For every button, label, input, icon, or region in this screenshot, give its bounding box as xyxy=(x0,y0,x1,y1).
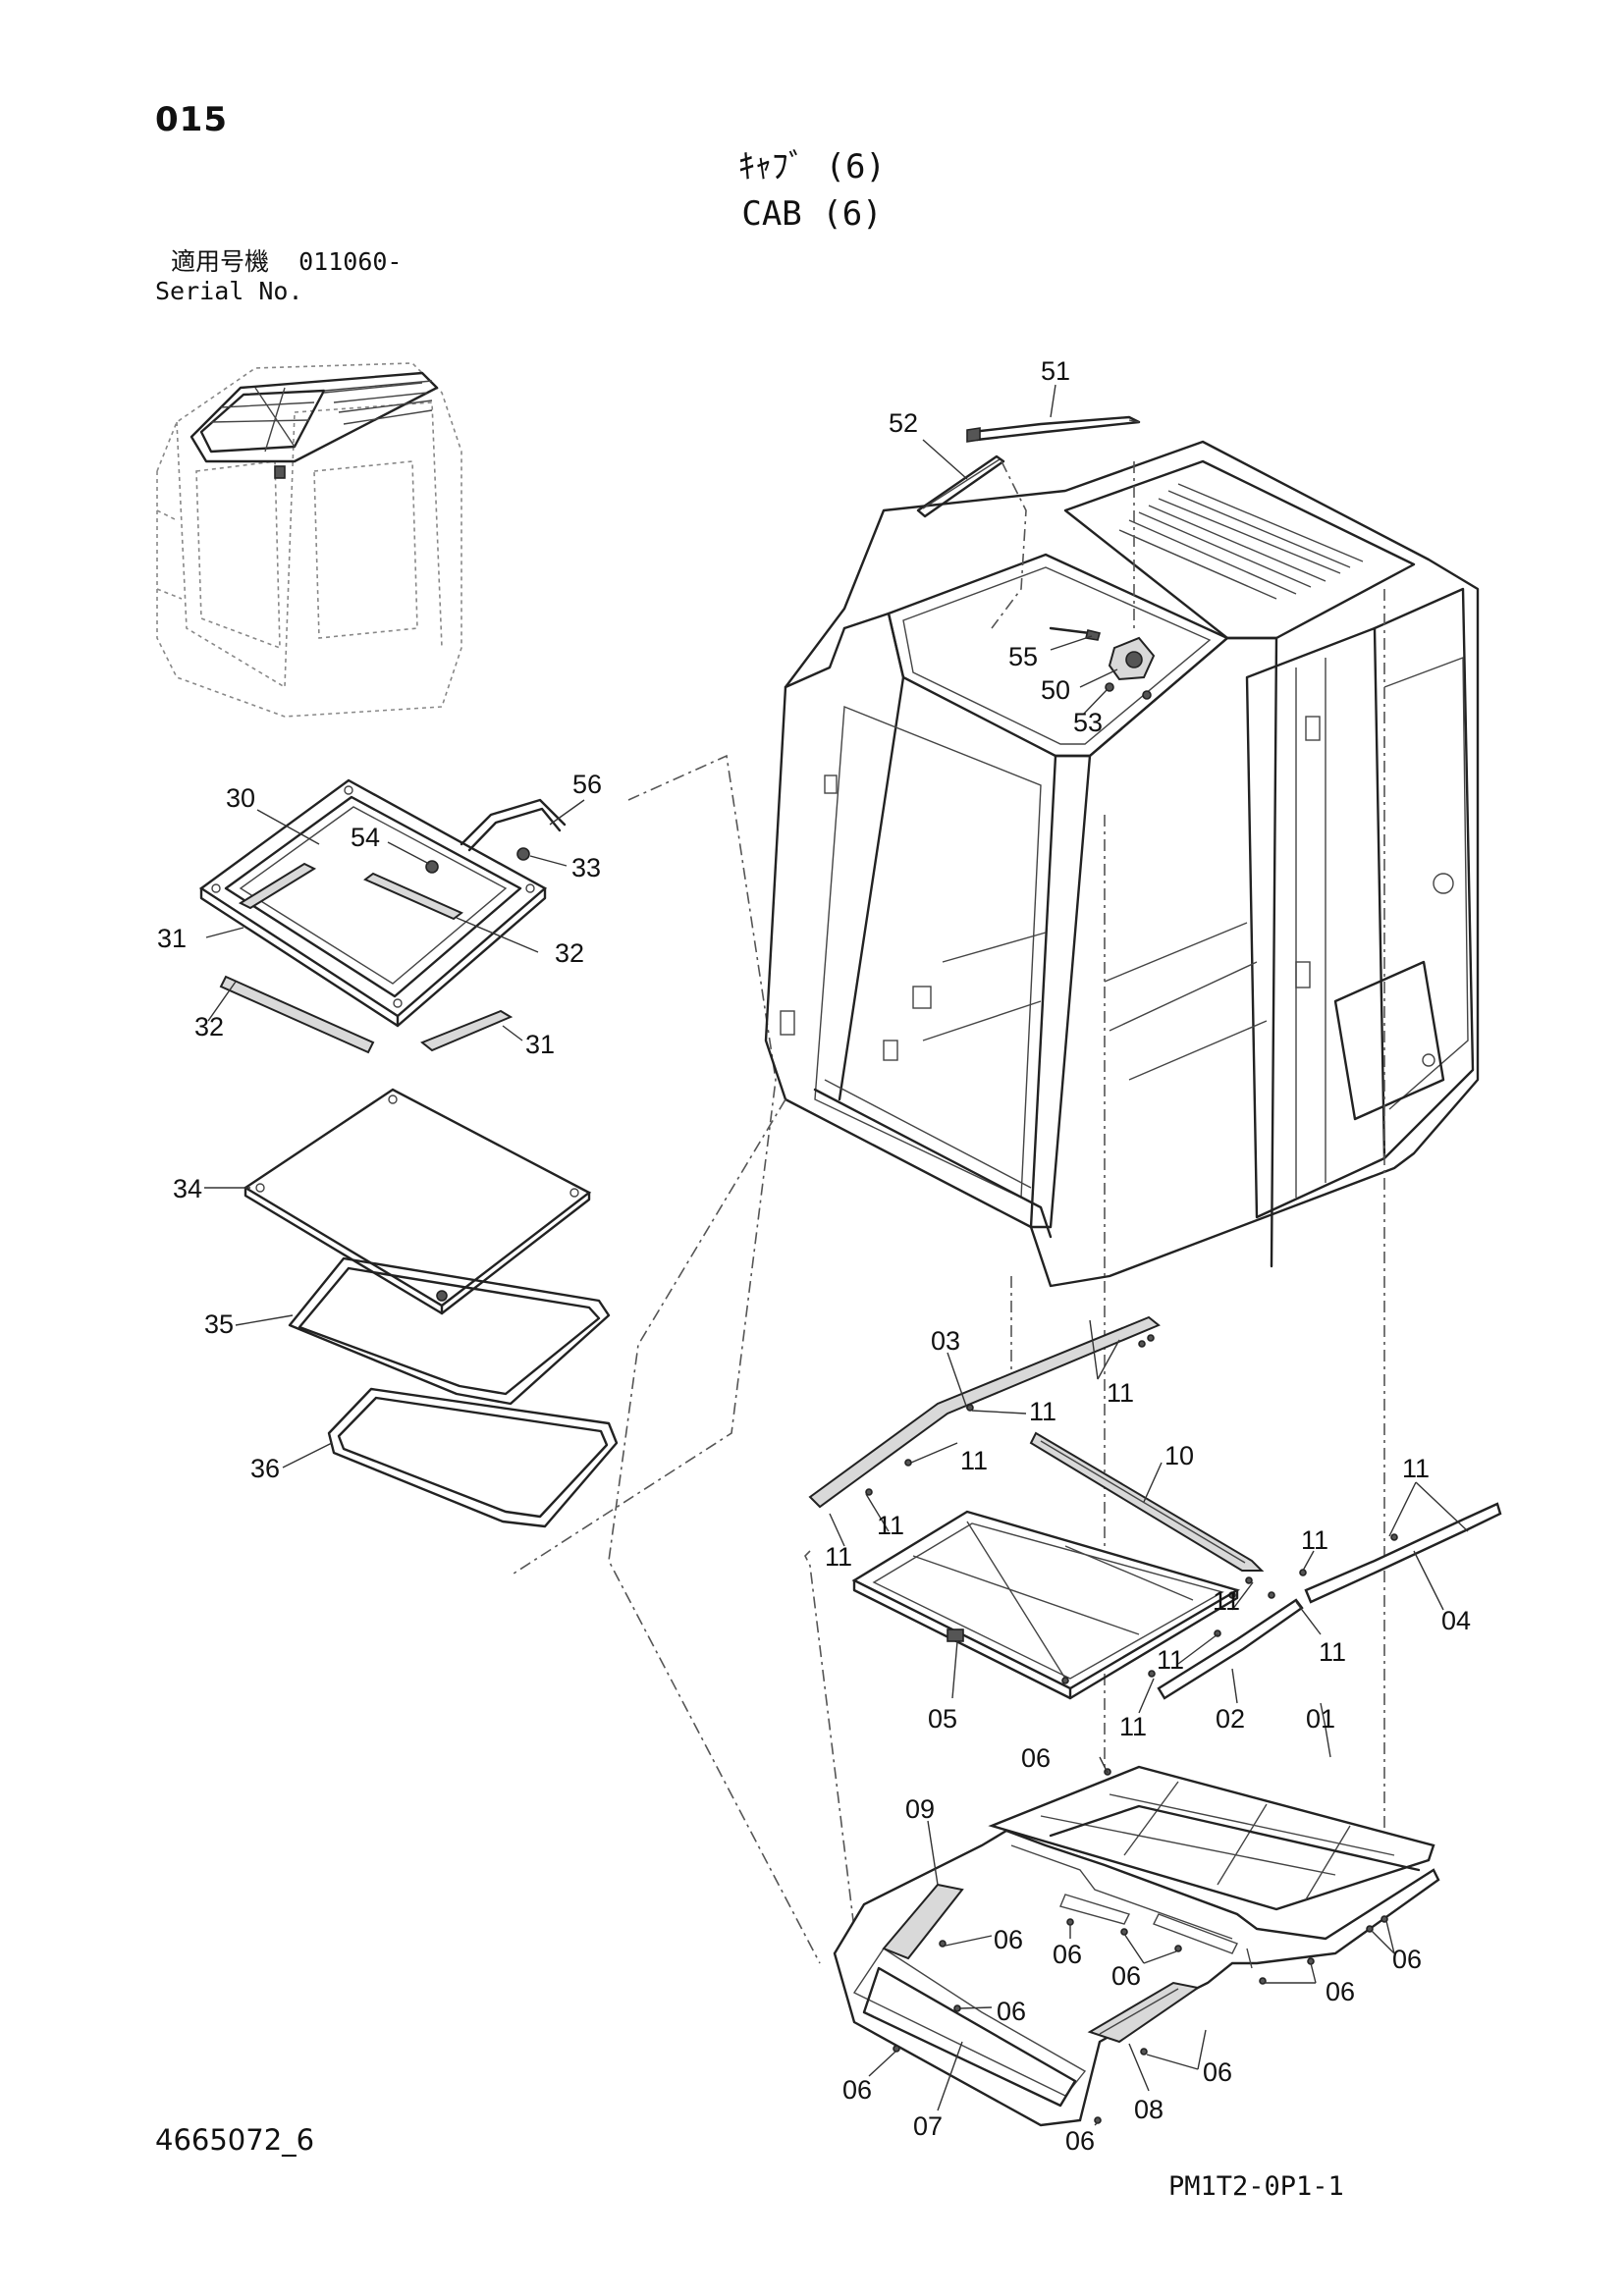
callout-10: 10 xyxy=(1164,1441,1194,1470)
callout-36: 36 xyxy=(250,1454,280,1483)
callout-02: 02 xyxy=(1216,1704,1245,1734)
roof-liner-frame-07 xyxy=(833,1829,1440,2127)
callout-11-k: 11 xyxy=(1119,1712,1147,1741)
callout-32-b: 32 xyxy=(194,1012,224,1041)
thumbnail-cab xyxy=(156,362,462,718)
bolt-33 xyxy=(516,847,530,861)
callout-01: 01 xyxy=(1306,1704,1335,1734)
wiper-blade-52 xyxy=(916,454,1027,629)
callout-06-i: 06 xyxy=(1326,1977,1355,2006)
hatch-seal-strip-32b xyxy=(219,975,375,1054)
hatch-seal-36 xyxy=(327,1387,619,1528)
title-english: CAB (6) xyxy=(741,194,883,234)
callout-50: 50 xyxy=(1041,675,1070,705)
roof-liner-trim-09 xyxy=(882,1883,964,1960)
hatch-seal-strip-31b xyxy=(420,1009,514,1052)
callout-11-b: 11 xyxy=(1029,1397,1056,1426)
thumbnail-handle xyxy=(274,465,286,479)
callout-35: 35 xyxy=(204,1309,234,1339)
callout-54: 54 xyxy=(351,823,380,852)
serial-applicability: 適用号機 011060- Serial No. xyxy=(155,247,402,306)
callout-34: 34 xyxy=(173,1174,202,1203)
leader-lines xyxy=(204,384,1469,2126)
sheet-code: PM1T2-0P1-1 xyxy=(1168,2171,1344,2202)
callout-11-c: 11 xyxy=(960,1446,988,1475)
wiper-link-55 xyxy=(1049,626,1101,641)
callout-06-e: 06 xyxy=(997,1997,1026,2026)
wiper-motor-50 xyxy=(1105,636,1156,700)
roof-liner-trim-08 xyxy=(1087,1981,1201,2044)
callout-56: 56 xyxy=(572,770,602,799)
callout-06-b: 06 xyxy=(994,1925,1023,1954)
hatch-seal-strip-32a xyxy=(363,872,463,921)
headliner-panel-05 xyxy=(851,1510,1241,1700)
roof-panel-01 xyxy=(988,1765,1435,1911)
callout-11-i: 11 xyxy=(1319,1637,1346,1667)
callout-11-e: 11 xyxy=(825,1542,852,1572)
callout-06-j: 06 xyxy=(1392,1945,1422,1974)
callout-06-f: 06 xyxy=(842,2075,872,2105)
callout-06-c: 06 xyxy=(1053,1940,1082,1969)
cab-frame xyxy=(764,440,1480,1845)
page-number: 015 xyxy=(155,100,228,139)
callout-08: 08 xyxy=(1134,2095,1164,2124)
callout-09: 09 xyxy=(905,1794,935,1824)
hatch-seal-strip-31a xyxy=(238,862,317,910)
callout-labels: 51 52 55 50 53 30 56 54 33 31 32 32 31 3… xyxy=(157,356,1471,2156)
callout-03: 03 xyxy=(931,1326,960,1356)
hatch-reference-lines xyxy=(510,754,777,1576)
bolt-53-b xyxy=(1142,690,1152,700)
callout-11-j: 11 xyxy=(1157,1645,1184,1675)
callout-52: 52 xyxy=(889,408,918,438)
hatch-glass-34 xyxy=(243,1088,592,1315)
roof-trim-10 xyxy=(1029,1431,1265,1572)
callout-32-a: 32 xyxy=(555,938,584,968)
callout-11-a: 11 xyxy=(1107,1378,1134,1408)
callout-06-d: 06 xyxy=(1111,1961,1141,1991)
title-japanese: ｷｬﾌﾞ (6) xyxy=(738,147,886,187)
callout-06-h: 06 xyxy=(1203,2057,1232,2087)
callout-07: 07 xyxy=(913,2111,943,2141)
callout-11-g: 11 xyxy=(1301,1525,1328,1555)
callout-33: 33 xyxy=(571,853,601,882)
callout-31-b: 31 xyxy=(525,1030,555,1059)
callout-06-a: 06 xyxy=(1021,1743,1051,1773)
roof-trim-02 xyxy=(1157,1598,1304,1700)
wiper-arm-51 xyxy=(966,415,1141,443)
roof-trim-03 xyxy=(808,1315,1161,1509)
callout-06-g: 06 xyxy=(1065,2126,1095,2156)
callout-55: 55 xyxy=(1008,642,1038,671)
callout-53: 53 xyxy=(1073,708,1103,737)
headliner-clip xyxy=(947,1629,964,1642)
callout-11-h: 11 xyxy=(1213,1586,1240,1616)
callout-04: 04 xyxy=(1441,1606,1471,1635)
hatch-handle-56 xyxy=(460,798,567,852)
callout-31-a: 31 xyxy=(157,924,187,953)
serial-row-jp: 適用号機 011060- xyxy=(155,247,402,277)
serial-label-en: Serial No. xyxy=(155,277,303,305)
roof-trim-04 xyxy=(1304,1502,1502,1604)
callout-11-f: 11 xyxy=(1402,1454,1430,1483)
callout-11-d: 11 xyxy=(877,1511,904,1540)
callout-51: 51 xyxy=(1041,356,1070,386)
drawing-number: 4665072_6 xyxy=(155,2123,315,2157)
serial-label-jp: 適用号機 xyxy=(171,247,270,276)
serial-value: 011060- xyxy=(298,247,403,276)
hatch-seal-35 xyxy=(288,1256,611,1406)
callout-05: 05 xyxy=(928,1704,957,1734)
callout-30: 30 xyxy=(226,783,255,813)
roof-hatch-frame-30 xyxy=(198,778,548,1028)
